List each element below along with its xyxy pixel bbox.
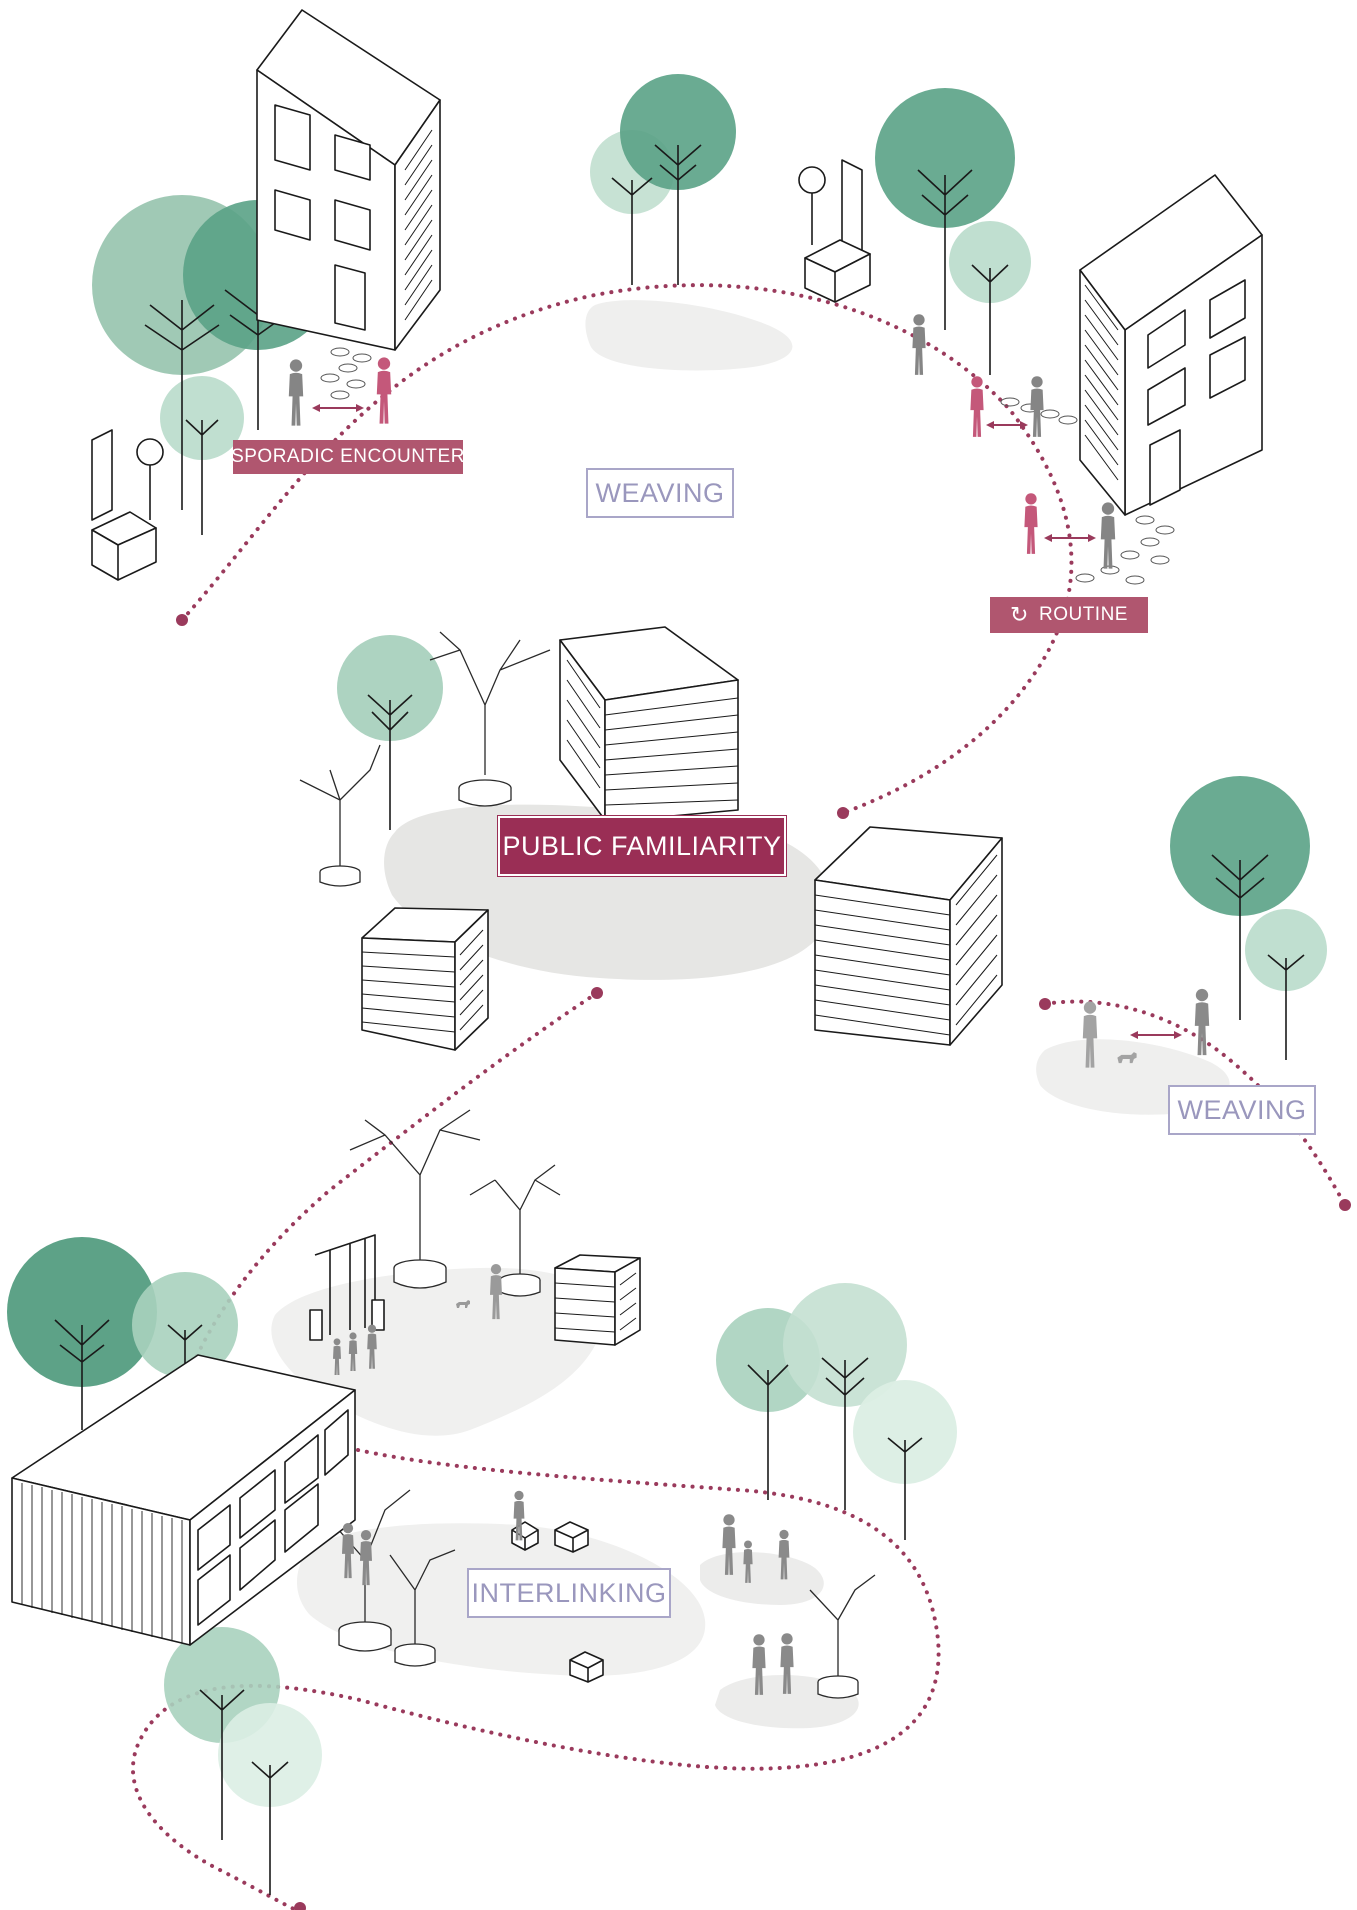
person-pink <box>376 357 392 424</box>
label-weaving-right: WEAVING <box>1168 1085 1316 1135</box>
dotted-paths <box>131 283 1347 1910</box>
buildings <box>11 9 1263 1683</box>
person-grey <box>1194 988 1210 1056</box>
tree-canopy <box>7 1237 157 1387</box>
label-interlinking: INTERLINKING <box>467 1568 671 1618</box>
path-endpoint <box>591 987 603 999</box>
ground-patch-kids <box>700 1552 824 1605</box>
playground-frame <box>309 1234 385 1341</box>
tree-canopy <box>620 74 736 190</box>
path-endpoint <box>176 614 188 626</box>
cube-lower <box>554 1254 641 1346</box>
path-arc-top <box>180 283 1074 815</box>
tall-house-left <box>256 9 441 351</box>
tree-canopy <box>337 635 443 741</box>
path-s-curve <box>193 991 599 1362</box>
circular-arrow-icon: ↻ <box>1010 602 1029 627</box>
label-routine-text: ROUTINE <box>1038 604 1128 625</box>
label-sporadic-encounter: SPORADIC ENCOUNTER <box>231 440 464 474</box>
person-grey <box>288 359 304 426</box>
interaction-arrows <box>312 404 1182 1039</box>
tree-trunks <box>54 144 1305 1895</box>
path-right <box>1043 999 1347 1207</box>
label-routine: ↻ ROUTINE <box>990 597 1148 633</box>
path-endpoint <box>294 1902 306 1910</box>
ground-patch-top <box>585 300 793 371</box>
stepping-stones <box>320 347 1175 585</box>
person-grey <box>912 314 926 375</box>
person-pink <box>1024 493 1038 554</box>
person-grey <box>1100 502 1116 569</box>
cube-tall-center <box>559 626 739 823</box>
label-weaving-top: WEAVING <box>586 468 734 518</box>
tree-canopy <box>875 88 1015 228</box>
path-endpoint <box>1339 1199 1351 1211</box>
path-endpoint <box>837 807 849 819</box>
tree-canopy <box>218 1703 322 1807</box>
tree-canopy <box>783 1283 907 1407</box>
cube-right <box>814 826 1003 1046</box>
flat-building <box>11 1354 356 1646</box>
kiosk-right <box>798 159 871 303</box>
tree-canopy <box>160 376 244 460</box>
path-endpoint <box>1039 998 1051 1010</box>
label-public-familiarity: PUBLIC FAMILIARITY <box>498 816 786 876</box>
bare-trees <box>299 631 876 1680</box>
tree-canopy <box>1245 909 1327 991</box>
tree-canopy <box>132 1272 238 1378</box>
cube-small-left <box>361 907 489 1051</box>
tree-canopy <box>1170 776 1310 916</box>
tree-canopy <box>853 1380 957 1484</box>
path-endpoints <box>176 614 1351 1910</box>
tall-house-right <box>1079 174 1263 516</box>
person-grey <box>1030 376 1044 437</box>
person-pink <box>970 376 984 437</box>
tree-canopy <box>949 221 1031 303</box>
path-loop-bottom <box>131 1448 941 1910</box>
planters <box>319 779 859 1699</box>
kiosk-left <box>91 429 164 581</box>
